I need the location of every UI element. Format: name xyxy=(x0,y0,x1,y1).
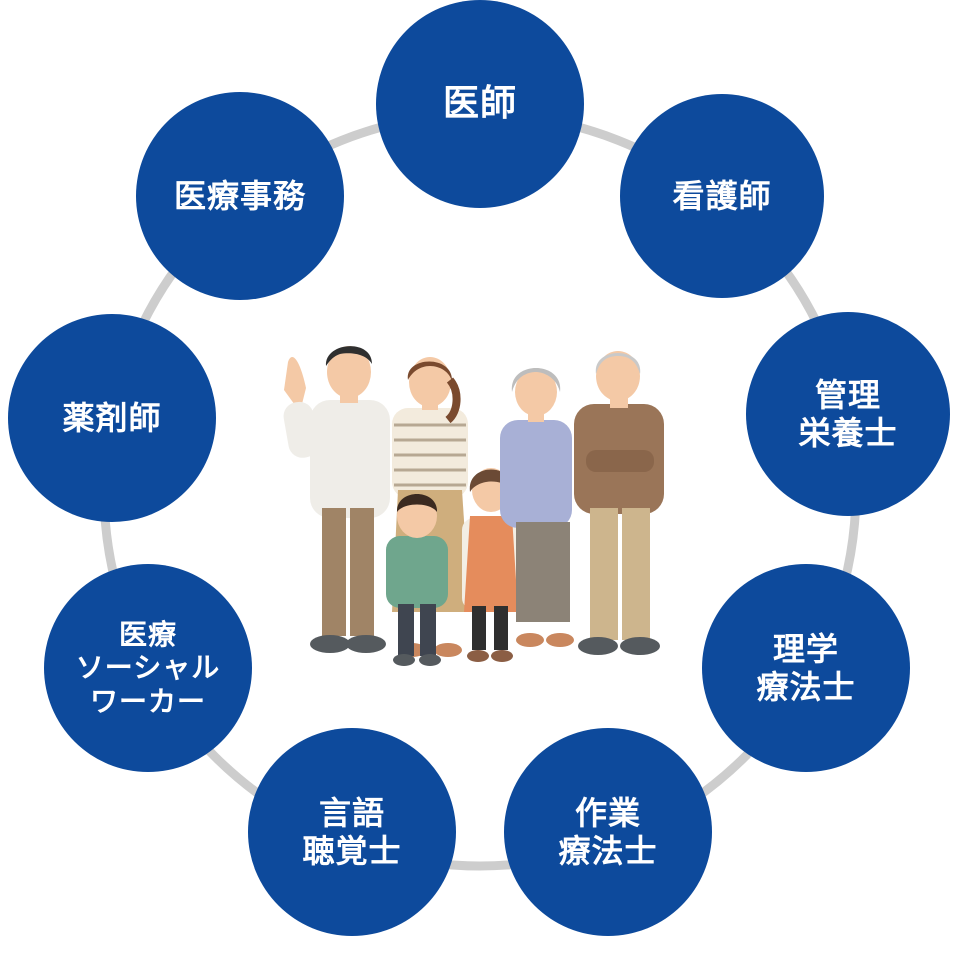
node-label-line: 看護師 xyxy=(672,176,772,215)
node-medical-social-worker: 医療ソーシャルワーカー xyxy=(44,564,252,772)
node-label-line: 管理 xyxy=(814,375,881,414)
node-label-line: 栄養士 xyxy=(798,414,898,452)
node-nurse: 看護師 xyxy=(620,94,824,298)
node-occupational-therapist: 作業療法士 xyxy=(504,728,712,936)
node-label-line: 作業 xyxy=(574,793,641,832)
node-medical-clerk: 医療事務 xyxy=(136,92,344,300)
node-label-line: 聴覚士 xyxy=(302,832,402,870)
boy-figure-icon xyxy=(386,494,448,666)
grandmother-figure-icon xyxy=(500,368,574,647)
girl-figure-icon xyxy=(462,468,520,662)
man-figure-icon xyxy=(283,346,390,653)
node-label-line: ワーカー xyxy=(89,684,206,718)
node-label-line: 療法士 xyxy=(558,832,658,870)
node-label-line: 療法士 xyxy=(756,668,856,706)
node-label-line: 理学 xyxy=(772,629,839,668)
node-label-line: 医師 xyxy=(442,83,517,125)
node-label-line: 薬剤師 xyxy=(62,398,162,437)
node-dietitian: 管理栄養士 xyxy=(746,312,950,516)
node-doctor: 医師 xyxy=(376,0,584,208)
node-pharmacist: 薬剤師 xyxy=(8,314,216,522)
node-label-line: 医療 xyxy=(118,617,177,651)
node-label-line: ソーシャル xyxy=(75,651,221,685)
grandfather-figure-icon xyxy=(574,351,664,655)
node-label-line: 言語 xyxy=(318,793,385,832)
node-label-line: 医療事務 xyxy=(173,176,306,215)
node-physical-therapist: 理学療法士 xyxy=(702,564,910,772)
node-speech-therapist: 言語聴覚士 xyxy=(248,728,456,936)
